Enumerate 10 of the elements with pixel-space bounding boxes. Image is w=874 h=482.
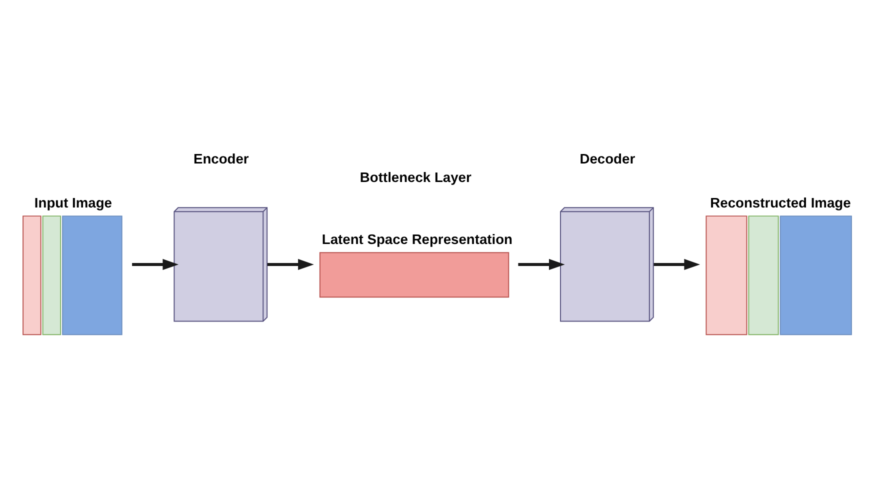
- node-label: Input Image: [34, 194, 112, 210]
- node-label: Reconstructed Image: [710, 194, 851, 210]
- label: Bottleneck Layer: [360, 168, 472, 185]
- node-label: Latent Space Representation: [322, 230, 512, 246]
- arrow: [518, 258, 565, 270]
- arrow: [267, 258, 314, 270]
- arrow: [132, 258, 179, 270]
- label: Decoder: [580, 150, 636, 166]
- arrow: [654, 258, 700, 270]
- label: Encoder: [193, 150, 249, 166]
